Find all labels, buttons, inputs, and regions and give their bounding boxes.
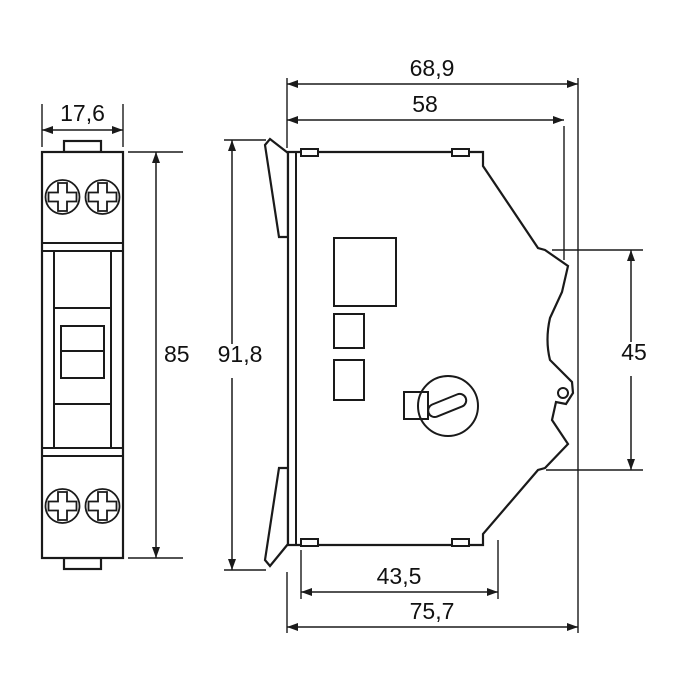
din-clip-top — [263, 137, 290, 239]
label-window-small-1 — [333, 313, 365, 349]
dim-front-width-label: 17,6 — [60, 100, 105, 126]
vent-slot-bottom-right — [451, 538, 470, 547]
terminal-screw-top-left — [44, 179, 81, 215]
terminal-screw-top-right — [84, 179, 121, 215]
dim-side-total-width-label: 68,9 — [410, 55, 455, 81]
terminal-screw-bottom-left — [44, 488, 81, 524]
side-view — [263, 137, 575, 568]
dim-front-height-label: 85 — [164, 341, 190, 367]
vent-slot-bottom-left — [300, 538, 319, 547]
vent-slot-top-right — [451, 148, 470, 157]
front-top-tab — [62, 139, 103, 154]
front-view — [40, 139, 125, 571]
front-dimensions: 17,6 85 — [41, 100, 190, 559]
phillips-cross-icon — [47, 182, 78, 212]
phillips-cross-icon — [47, 491, 78, 521]
front-bottom-tab — [62, 556, 103, 571]
terminal-screw-bottom-right — [84, 488, 121, 524]
dim-bottom-width-label: 43,5 — [377, 563, 422, 589]
side-body-profile — [286, 150, 575, 547]
side-dimensions: 68,9 58 91,8 45 43,5 75,7 — [218, 55, 647, 633]
dim-side-total-height-label: 91,8 — [218, 341, 263, 367]
dial-side-square — [403, 391, 429, 420]
phillips-cross-icon — [87, 491, 118, 521]
dim-side-upper-width-label: 58 — [412, 91, 438, 117]
screw-head-icon — [84, 179, 121, 215]
screw-head-icon — [44, 488, 81, 524]
sealing-eyelet-hole — [557, 387, 569, 399]
dim-terminal-height-label: 45 — [621, 339, 647, 365]
screw-head-icon — [84, 488, 121, 524]
vent-slot-top-left — [300, 148, 319, 157]
din-clip-bottom — [263, 466, 290, 568]
screw-head-icon — [44, 179, 81, 215]
label-window-large — [333, 237, 397, 307]
label-window-small-2 — [333, 359, 365, 401]
adjustment-dial — [417, 375, 479, 437]
dim-bottom-total-width-label: 75,7 — [410, 598, 455, 624]
phillips-cross-icon — [87, 182, 118, 212]
